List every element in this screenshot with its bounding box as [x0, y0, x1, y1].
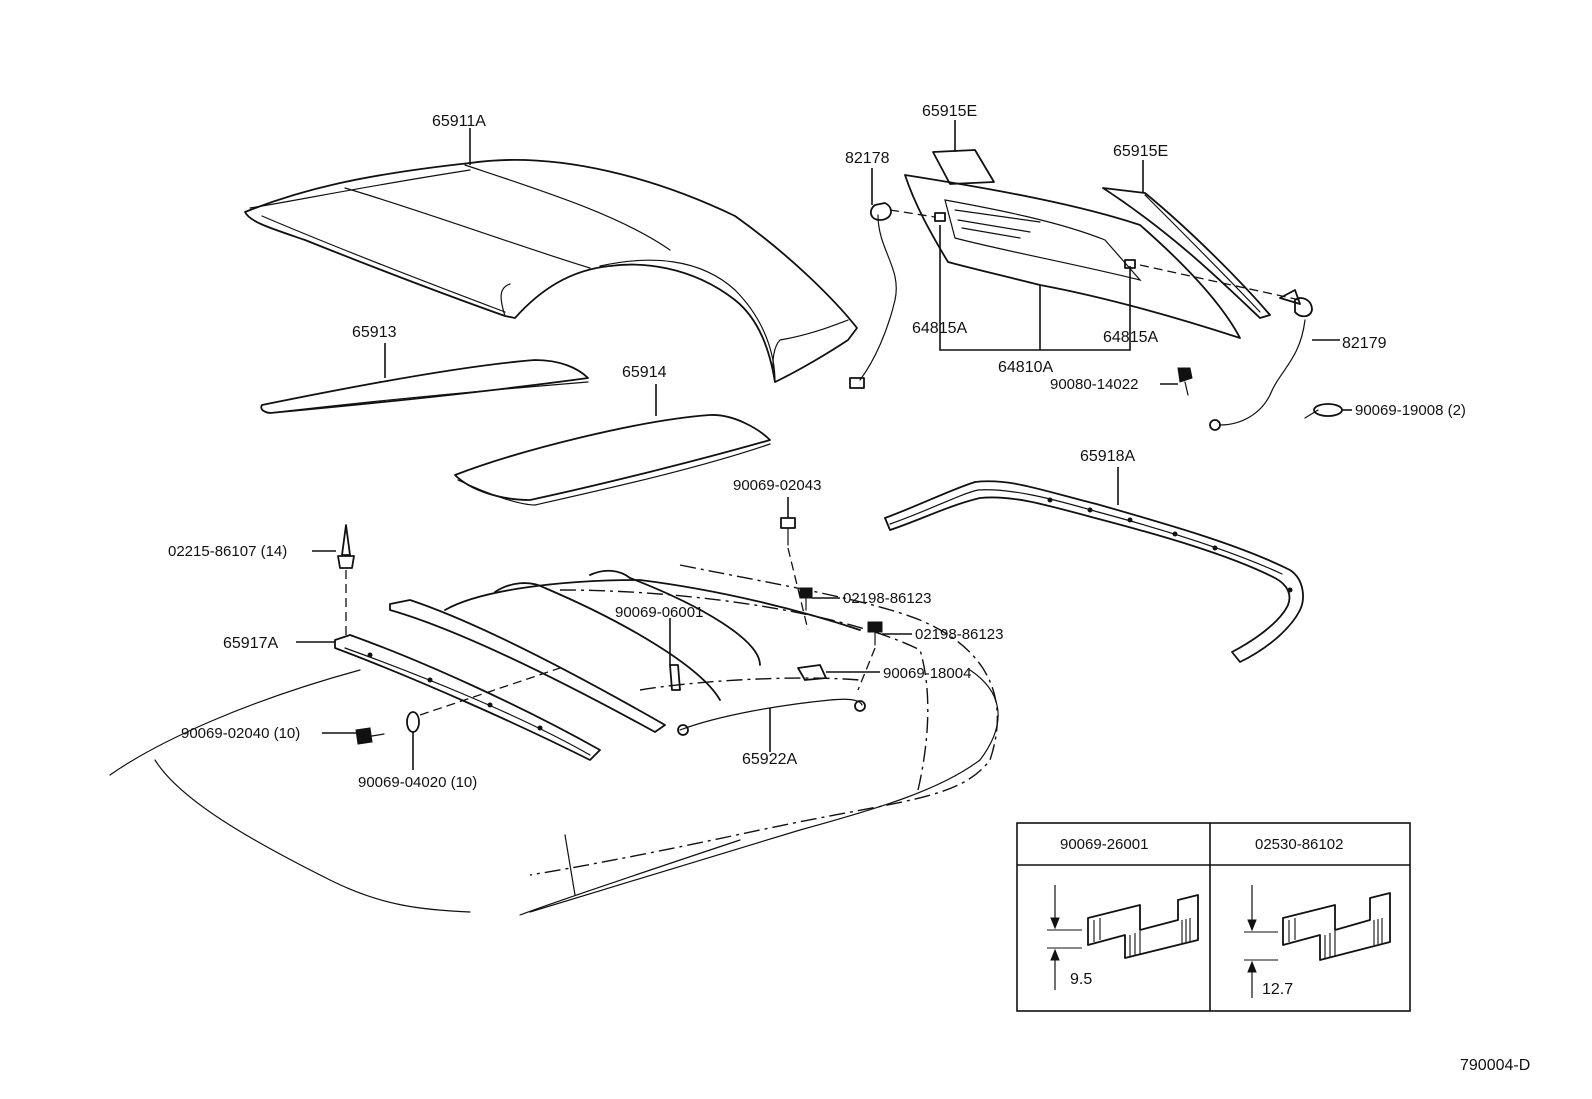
- bracket-90069-18004: [797, 664, 827, 681]
- top-frame: [389, 564, 998, 876]
- label-65915E-top: 65915E: [922, 103, 977, 120]
- soft-top-cover: [244, 159, 858, 383]
- clip-90069-19008: [1304, 403, 1352, 419]
- cable-65922A: [677, 698, 866, 752]
- label-90069-02040: 90069-02040 (10): [181, 725, 300, 742]
- strip-65915E-top: [932, 149, 995, 185]
- bolt-90069-02043: [780, 497, 809, 631]
- label-65922A: 65922A: [742, 751, 797, 768]
- retainer-65917A: [296, 634, 601, 761]
- inset-left-part-number: 90069-26001: [1060, 836, 1148, 853]
- weatherstrip-65918A: [884, 480, 1304, 663]
- label-90069-18004: 90069-18004: [883, 665, 971, 682]
- rear-window-64810A: [904, 174, 1241, 339]
- label-90069-06001: 90069-06001: [615, 604, 703, 621]
- screw-90069-02040: [322, 727, 385, 745]
- label-64810A: 64810A: [998, 359, 1053, 376]
- fastener-90069-06001: [669, 618, 681, 691]
- bolt-90080-14022: [1160, 367, 1193, 396]
- label-90069-02043: 90069-02043: [733, 477, 821, 494]
- label-82178: 82178: [845, 150, 890, 167]
- rivet-02215-86107: [312, 524, 355, 640]
- bolt-02198-86123-a: [799, 587, 840, 611]
- wire-82178: [849, 168, 936, 389]
- car-body-outline: [109, 669, 999, 916]
- label-64815A-left: 64815A: [912, 320, 967, 337]
- label-65913: 65913: [352, 324, 397, 341]
- diagram-id: 790004-D: [1460, 1057, 1530, 1074]
- inset-right-part-number: 02530-86102: [1255, 836, 1343, 853]
- label-90080-14022: 90080-14022: [1050, 376, 1138, 393]
- label-90069-04020: 90069-04020 (10): [358, 774, 477, 791]
- label-65915E-side: 65915E: [1113, 143, 1168, 160]
- pad-65914: [454, 414, 771, 501]
- nut-90069-04020: [406, 667, 561, 770]
- label-02198-86123-b: 02198-86123: [915, 626, 1003, 643]
- clip-drawing-12-7: [1244, 885, 1391, 998]
- inset-table: 90069-26001 02530-86102 9.5: [1016, 822, 1411, 1012]
- inset-right-dimension: 12.7: [1262, 981, 1293, 998]
- label-65917A: 65917A: [223, 635, 278, 652]
- bolt-02198-86123-b: [857, 621, 912, 691]
- inset-left-dimension: 9.5: [1070, 971, 1092, 988]
- label-82179: 82179: [1342, 335, 1387, 352]
- label-65911A: 65911A: [432, 113, 486, 130]
- label-02198-86123-a: 02198-86123: [843, 590, 931, 607]
- label-90069-19008: 90069-19008 (2): [1355, 402, 1466, 419]
- label-02215-86107: 02215-86107 (14): [168, 543, 287, 560]
- label-65914: 65914: [622, 364, 667, 381]
- label-65918A: 65918A: [1080, 448, 1135, 465]
- label-64815A-right: 64815A: [1103, 329, 1158, 346]
- clip-drawing-9-5: [1047, 885, 1199, 990]
- wire-82179: [1139, 264, 1340, 431]
- strip-65915E-side: [1102, 187, 1271, 319]
